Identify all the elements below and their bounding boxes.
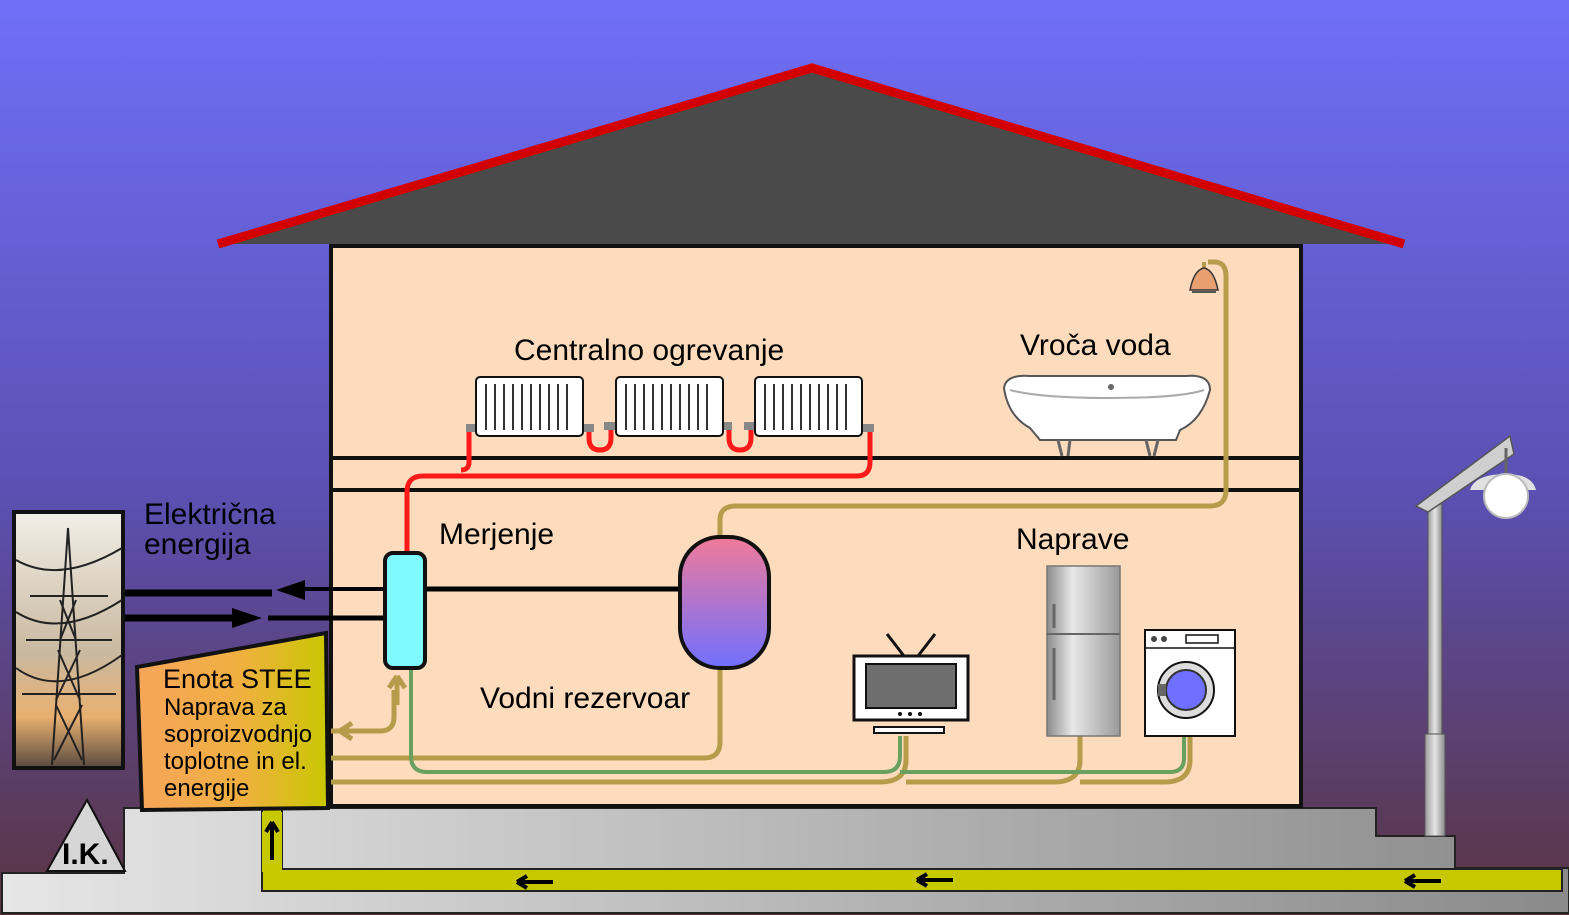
radiator xyxy=(604,376,732,437)
label-unit-desc-3: toplotne in el. xyxy=(164,748,307,775)
flow-arrow-icon xyxy=(915,872,953,888)
label-unit-title: Enota STEE xyxy=(163,664,312,694)
arrow-left-icon xyxy=(276,580,305,600)
stee-unit xyxy=(134,630,331,813)
power-pylon-photo xyxy=(12,510,125,770)
flow-arrow-icon xyxy=(515,874,553,890)
arrow-right-icon xyxy=(232,608,262,628)
ik-marker-triangle xyxy=(45,797,127,872)
flow-arrow-icon xyxy=(386,674,408,705)
label-water-tank: Vodni rezervoar xyxy=(480,682,690,715)
washing-machine-icon xyxy=(1144,629,1236,737)
flow-arrow-icon xyxy=(1403,873,1441,889)
tv-icon xyxy=(852,633,970,734)
label-devices: Naprave xyxy=(1016,523,1129,556)
gas-pipe xyxy=(261,808,1563,892)
radiator xyxy=(744,376,874,437)
fridge-icon xyxy=(1046,565,1121,737)
ground-foundation xyxy=(1,807,1569,914)
label-electric-energy-1: Električna xyxy=(144,498,276,531)
water-tank xyxy=(678,535,771,670)
roof-edge xyxy=(216,63,1406,249)
street-lamp-icon xyxy=(1414,434,1536,837)
label-unit-desc-2: soproizvodnjo xyxy=(164,721,312,748)
flow-arrow-icon xyxy=(338,720,370,742)
heating-pipes xyxy=(404,428,873,554)
electric-lines xyxy=(124,580,684,628)
label-central-heating: Centralno ogrevanje xyxy=(514,334,784,367)
label-ik: I.K. xyxy=(62,838,109,871)
roof xyxy=(218,68,1404,244)
house-wall xyxy=(329,244,1303,808)
bathtub-icon xyxy=(1002,374,1212,457)
label-unit-desc-1: Naprava za xyxy=(164,694,287,721)
label-hot-water: Vroča voda xyxy=(1020,329,1171,362)
label-unit-desc-4: energije xyxy=(164,775,249,802)
appliance-pipes xyxy=(409,668,1186,774)
flow-arrow-icon xyxy=(264,820,280,860)
shower-head-icon xyxy=(1189,262,1219,293)
radiator xyxy=(466,376,594,437)
label-metering: Merjenje xyxy=(439,518,554,551)
hot-water-pipes xyxy=(331,259,1229,785)
label-electric-energy-2: energija xyxy=(144,528,251,561)
meter-device xyxy=(383,551,427,670)
